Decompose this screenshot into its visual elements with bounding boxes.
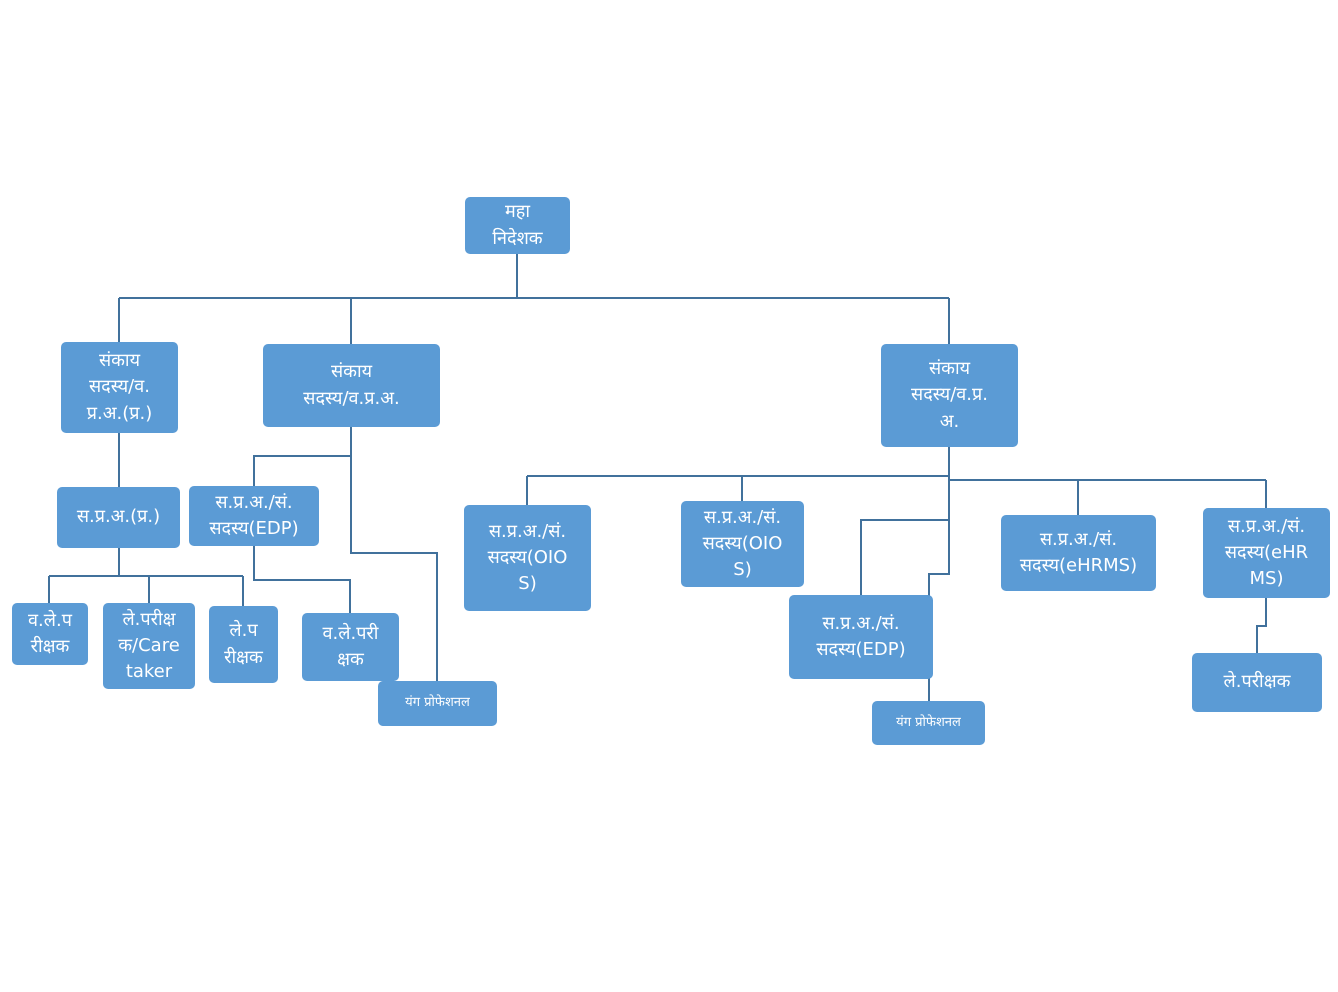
node-young-professional-1: यंग प्रोफेशनल bbox=[378, 681, 497, 726]
node-line: यंग प्रोफेशनल bbox=[896, 714, 961, 730]
node-line: रीक्षक bbox=[224, 646, 263, 668]
node-auditor-1: ले.प रीक्षक bbox=[209, 606, 278, 683]
node-line: ले.परीक्षक bbox=[1223, 671, 1291, 693]
node-auditor-caretaker: ले.परीक्ष क/Care taker bbox=[103, 603, 195, 689]
node-spa-edp-1: स.प्र.अ./सं. सदस्य(EDP) bbox=[189, 486, 319, 546]
node-line: क्षक bbox=[337, 649, 364, 670]
node-faculty-1: संकाय सदस्य/व. प्र.अ.(प्र.) bbox=[61, 342, 178, 433]
node-young-professional-2: यंग प्रोफेशनल bbox=[872, 701, 985, 745]
node-senior-auditor-2: व.ले.परी क्षक bbox=[302, 613, 399, 681]
node-line: व.ले.प bbox=[28, 609, 72, 631]
node-line: S) bbox=[733, 559, 752, 581]
node-faculty-3: संकाय सदस्य/व.प्र. अ. bbox=[881, 344, 1018, 447]
node-line: MS) bbox=[1249, 568, 1284, 590]
connector-faculty2-edp bbox=[253, 455, 351, 487]
node-line: महा bbox=[505, 201, 530, 223]
node-line: सदस्य/व. bbox=[89, 376, 150, 398]
node-spa-ehrms-2: स.प्र.अ./सं. सदस्य(eHR MS) bbox=[1203, 508, 1330, 598]
node-line: संकाय bbox=[928, 358, 971, 380]
connector-to-edp-2-b bbox=[928, 520, 950, 596]
node-spa-oios-1: स.प्र.अ./सं. सदस्य(OIO S) bbox=[464, 505, 591, 611]
node-line: रीक्षक bbox=[30, 636, 70, 657]
node-line: स.प्र.अ./सं. bbox=[215, 491, 293, 513]
node-line: सदस्य(EDP) bbox=[816, 639, 906, 660]
node-line: व.ले.परी bbox=[322, 622, 379, 644]
node-spa-pr: स.प्र.अ.(प्र.) bbox=[57, 487, 180, 548]
node-line: निदेशक bbox=[492, 227, 543, 249]
node-line: सदस्य/व.प्र.अ. bbox=[303, 387, 400, 409]
node-line: स.प्र.अ./सं. bbox=[703, 506, 782, 528]
node-spa-ehrms-1: स.प्र.अ./सं. सदस्य(eHRMS) bbox=[1001, 515, 1156, 591]
node-line: S) bbox=[518, 573, 537, 595]
node-line: सदस्य(eHR bbox=[1224, 541, 1309, 563]
node-faculty-2: संकाय सदस्य/व.प्र.अ. bbox=[263, 344, 440, 427]
node-line: क/Care bbox=[118, 634, 180, 656]
node-line: सदस्य(OIO bbox=[702, 532, 783, 554]
node-line: taker bbox=[125, 661, 173, 683]
node-line: स.प्र.अ./सं. bbox=[488, 520, 567, 542]
connector-faculty2-yp bbox=[350, 456, 438, 682]
node-senior-auditor-1: व.ले.प रीक्षक bbox=[12, 603, 88, 665]
connector-ehrms2-auditor bbox=[1256, 597, 1267, 654]
node-auditor-2: ले.परीक्षक bbox=[1192, 653, 1322, 712]
node-line: स.प्र.अ.(प्र.) bbox=[76, 506, 161, 528]
node-spa-edp-2: स.प्र.अ./सं. सदस्य(EDP) bbox=[789, 595, 933, 679]
node-line: सदस्य(eHRMS) bbox=[1019, 555, 1138, 576]
node-director-general: महा निदेशक bbox=[465, 197, 570, 254]
node-line: ले.प bbox=[229, 620, 258, 642]
connector-edp-senior-auditor bbox=[253, 545, 351, 614]
connector-to-edp-2-a bbox=[860, 480, 950, 596]
node-line: संकाय bbox=[98, 350, 141, 372]
node-line: यंग प्रोफेशनल bbox=[405, 695, 470, 711]
node-line: सदस्य(OIO bbox=[487, 546, 568, 568]
node-line: सदस्य(EDP) bbox=[209, 518, 299, 539]
node-line: संकाय bbox=[330, 361, 373, 383]
node-line: स.प्र.अ./सं. bbox=[1227, 515, 1306, 537]
node-line: स.प्र.अ./सं. bbox=[822, 612, 900, 634]
node-line: प्र.अ.(प्र.) bbox=[86, 402, 153, 424]
node-line: ले.परीक्ष bbox=[122, 608, 176, 630]
node-line: सदस्य/व.प्र. bbox=[911, 384, 988, 406]
node-line: स.प्र.अ./सं. bbox=[1039, 528, 1118, 550]
node-spa-oios-2: स.प्र.अ./सं. सदस्य(OIO S) bbox=[681, 501, 804, 587]
node-line: अ. bbox=[939, 410, 960, 432]
